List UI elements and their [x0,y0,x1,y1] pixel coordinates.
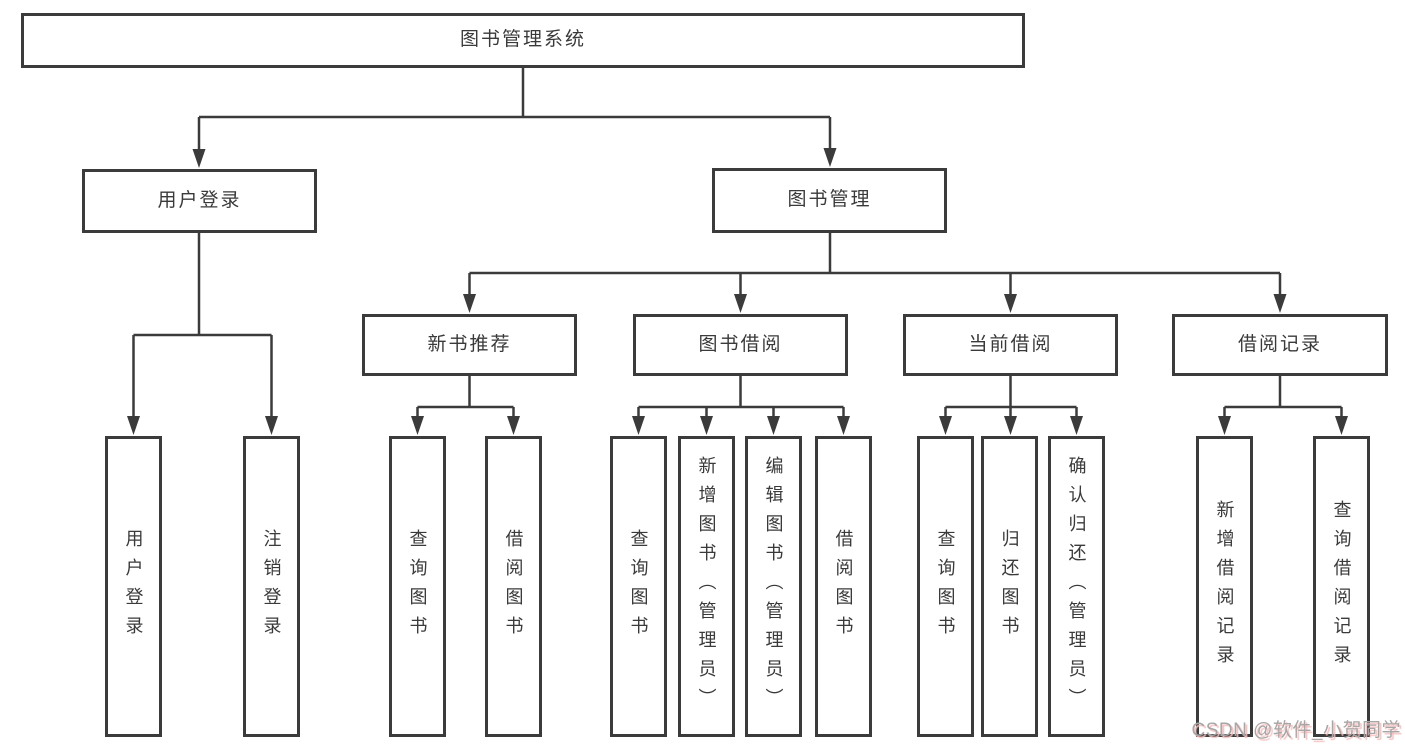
node-book-borrowing: 图书借阅 [633,314,848,376]
leaf-query-books-borrowing: 查询图书 [610,436,667,737]
leaf-borrow-books-borrowing: 借阅图书 [815,436,872,737]
arrowhead-icon [463,294,476,313]
arrowhead-icon [411,416,424,435]
leaf-add-book-admin: 新增图书（管理员） [678,436,735,737]
leaf-borrow-books-recommend: 借阅图书 [485,436,542,737]
arrowhead-icon [1335,416,1348,435]
arrowhead-icon [1004,416,1017,435]
node-new-book-recommendation: 新书推荐 [362,314,577,376]
node-library-management-system: 图书管理系统 [21,13,1025,68]
node-user-login: 用户登录 [82,169,317,233]
leaf-confirm-return-admin: 确认归还（管理员） [1048,436,1105,737]
arrowhead-icon [939,416,952,435]
arrowhead-icon [265,416,278,435]
leaf-return-book: 归还图书 [981,436,1038,737]
leaf-add-borrow-record: 新增借阅记录 [1196,436,1253,737]
node-book-management: 图书管理 [712,168,947,233]
arrowhead-icon [1218,416,1231,435]
leaf-logout: 注销登录 [243,436,300,737]
arrowhead-icon [823,148,837,167]
arrowhead-icon [734,294,747,313]
arrowhead-icon [1004,294,1017,313]
arrowhead-icon [837,416,850,435]
leaf-query-books-current: 查询图书 [917,436,974,737]
arrowhead-icon [632,416,645,435]
leaf-query-borrow-record: 查询借阅记录 [1313,436,1370,737]
arrowhead-icon [127,416,140,435]
arrowhead-icon [1273,294,1287,313]
arrowhead-icon [700,416,713,435]
node-current-borrowing: 当前借阅 [903,314,1118,376]
arrowhead-icon [192,149,206,168]
arrowhead-icon [507,416,520,435]
csdn-watermark: CSDN @软件_小贺同学 [1191,720,1401,741]
leaf-query-books-recommend: 查询图书 [389,436,446,737]
leaf-edit-book-admin: 编辑图书（管理员） [745,436,802,737]
arrowhead-icon [767,416,780,435]
arrowhead-icon [1070,416,1083,435]
leaf-user-login: 用户登录 [105,436,162,737]
node-borrowing-records: 借阅记录 [1172,314,1388,376]
